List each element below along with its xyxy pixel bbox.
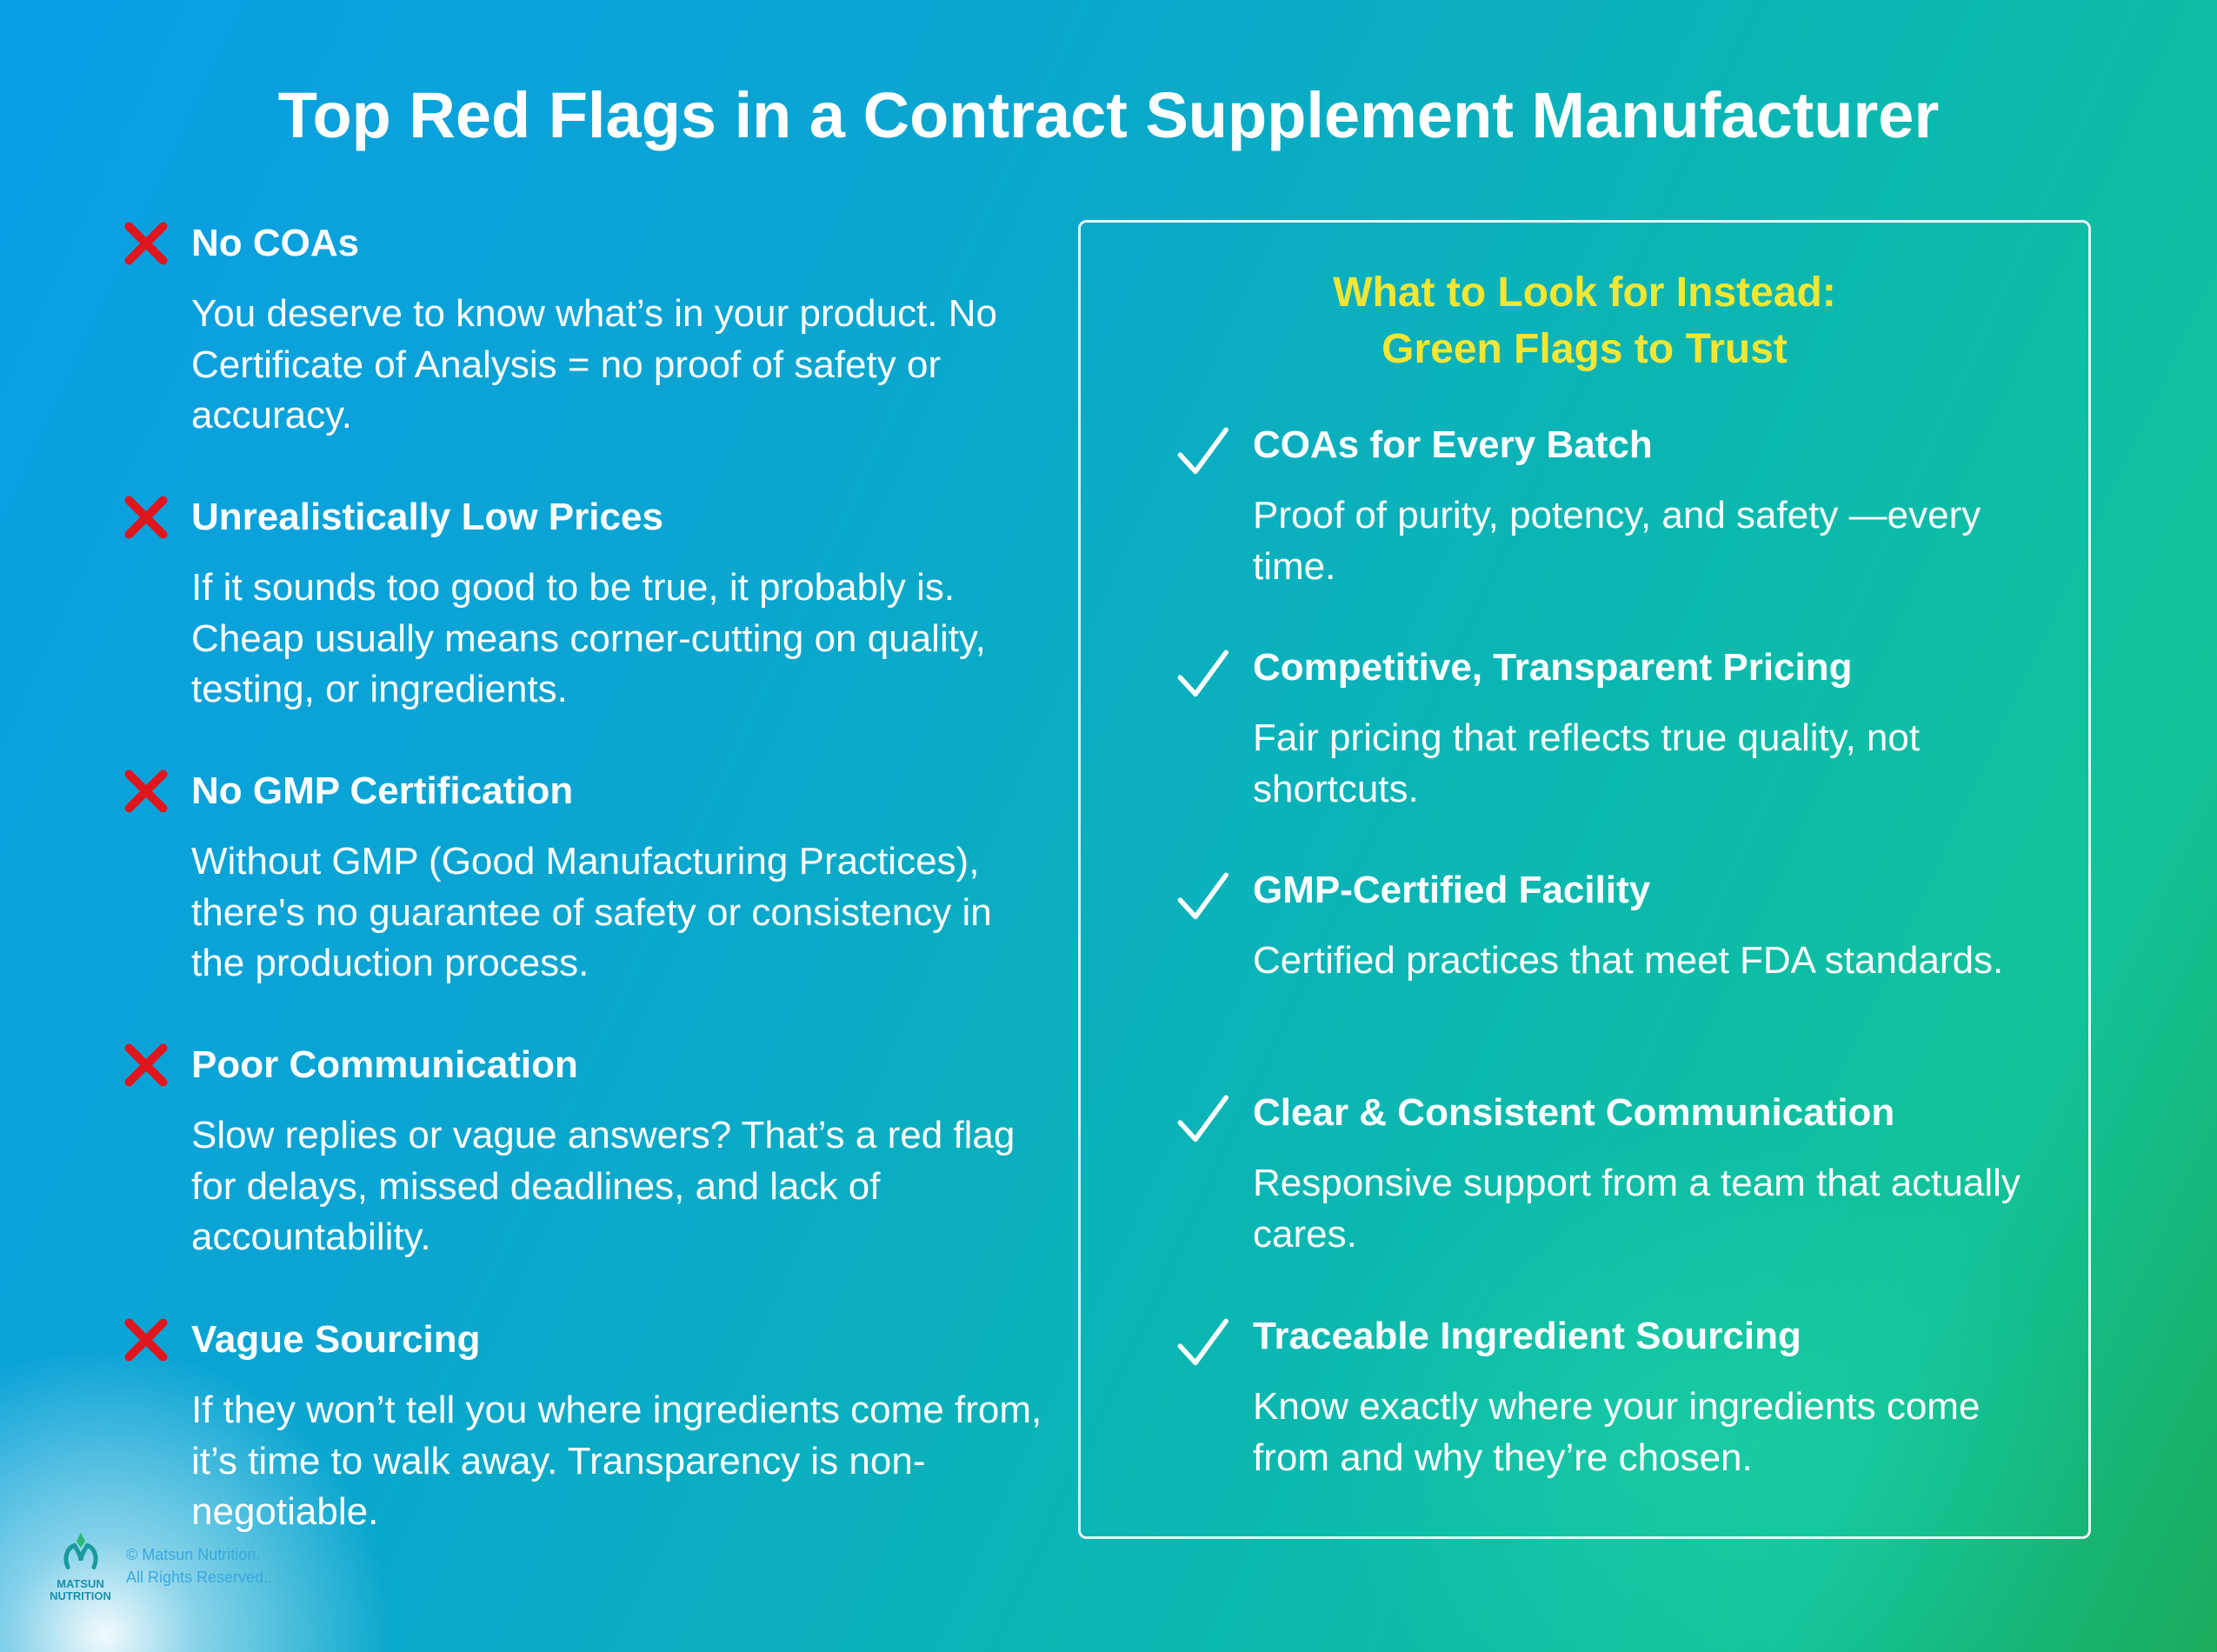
page-title: Top Red Flags in a Contract Supplement M… [277,79,1940,151]
copyright: © Matsun Nutrition. All Rights Reserved.… [126,1543,272,1589]
red-flag-item: Unrealistically Low Prices If it sounds … [124,491,1043,716]
green-flags-panel: What to Look for Instead: Green Flags to … [1078,220,2091,1539]
heading-line-2: Green Flags to Trust [1381,326,1788,372]
copyright-line-1: © Matsun Nutrition. [126,1546,261,1563]
red-flag-heading: No GMP Certification [191,769,574,812]
green-flag-heading: Competitive, Transparent Pricing [1253,646,1853,689]
checkmark-icon [1177,1318,1228,1366]
red-x-icon [124,222,168,265]
red-flag-heading: Unrealistically Low Prices [191,496,663,538]
checkmark-icon [1177,872,1228,920]
green-flag-heading: COAs for Every Batch [1253,423,1653,466]
checkmark-icon [1177,427,1228,475]
red-flag-item: No COAs You deserve to know what’s in yo… [124,217,1043,442]
green-flag-item: Traceable Ingredient Sourcing Know exact… [1177,1310,2035,1483]
logo-text: MATSUN NUTRITION [50,1577,111,1602]
green-flag-heading: GMP-Certified Facility [1253,869,1651,911]
green-flag-item: GMP-Certified Facility Certified practic… [1177,864,2035,987]
checkmark-icon [1177,649,1228,697]
green-flag-item: COAs for Every Batch Proof of purity, po… [1177,419,2035,592]
green-flag-body: Proof of purity, potency, and safety —ev… [1253,494,1981,588]
green-flag-heading: Traceable Ingredient Sourcing [1253,1315,1801,1357]
red-flag-heading: Poor Communication [191,1043,578,1086]
green-flag-body: Fair pricing that reflects true quality,… [1253,716,1921,810]
red-x-icon [124,496,168,539]
copyright-line-2: All Rights Reserved.. [126,1569,273,1586]
green-flag-body: Know exactly where your ingredients come… [1253,1385,1981,1479]
green-flag-heading: Clear & Consistent Communication [1253,1091,1895,1134]
red-flag-body: You deserve to know what’s in your produ… [191,292,997,436]
green-flag-body: Certified practices that meet FDA standa… [1253,939,2004,982]
heading-line-1: What to Look for Instead: [1333,270,1836,316]
red-flag-body: Slow replies or vague answers? That’s a … [191,1114,1015,1258]
red-flag-item: No GMP Certification Without GMP (Good M… [124,765,1043,989]
green-flag-item: Competitive, Transparent Pricing Fair pr… [1177,642,2035,815]
matsun-logo: MATSUN NUTRITION [48,1530,113,1602]
red-x-icon [124,769,168,813]
red-flag-item: Vague Sourcing If they won’t tell you wh… [124,1314,1043,1538]
red-flag-item: Poor Communication Slow replies or vague… [124,1039,1043,1263]
red-flag-body: Without GMP (Good Manufacturing Practice… [191,840,992,984]
leaf-m-logo-icon [63,1532,97,1569]
green-flag-item: Clear & Consistent Communication Respons… [1177,1087,2035,1260]
red-flag-heading: No COAs [191,222,360,264]
green-flags-heading: What to Look for Instead: Green Flags to … [1081,264,2088,377]
red-flag-body: If they won’t tell you where ingredients… [191,1389,1042,1533]
red-flag-heading: Vague Sourcing [191,1318,481,1361]
red-flag-body: If it sounds too good to be true, it pro… [191,566,986,710]
checkmark-icon [1177,1095,1228,1142]
green-flag-body: Responsive support from a team that actu… [1253,1162,2021,1256]
red-x-icon [124,1318,168,1362]
red-x-icon [124,1043,168,1087]
